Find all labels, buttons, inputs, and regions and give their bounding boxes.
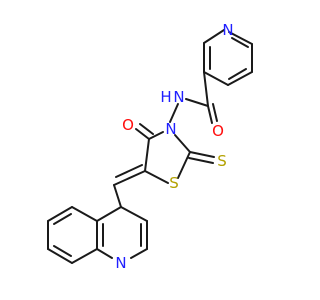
bond	[135, 128, 150, 140]
bond	[203, 71, 229, 86]
bond	[185, 98, 209, 107]
bond	[71, 206, 98, 222]
molecule-canvas: N N H O O N S S N	[47, 21, 253, 272]
bond	[212, 103, 218, 122]
bond	[189, 151, 215, 158]
bond	[113, 170, 146, 186]
bond	[53, 213, 72, 225]
bond	[228, 31, 253, 45]
bond	[169, 103, 179, 123]
bond	[113, 184, 122, 208]
bond	[115, 164, 143, 178]
bond	[231, 37, 249, 48]
bond	[120, 206, 148, 222]
bond	[144, 170, 169, 184]
bond	[227, 71, 253, 86]
bond	[139, 123, 154, 135]
amide-oxygen-label: O	[212, 122, 224, 140]
bond	[203, 29, 225, 44]
ring-nitrogen-label: N	[165, 120, 176, 138]
bond	[148, 131, 164, 140]
bond	[47, 248, 73, 264]
bond	[47, 206, 73, 222]
bond	[203, 71, 209, 107]
quinoline-nitrogen-label: N	[115, 254, 126, 272]
amide-hydrogen-label: H	[160, 88, 171, 106]
bonds	[47, 29, 253, 264]
bond	[228, 68, 247, 80]
bond	[53, 245, 72, 257]
ring-sulfur-label: S	[169, 174, 179, 192]
molecule-structure: N N H O O N S S N	[47, 21, 253, 272]
bond	[207, 105, 213, 124]
bond	[71, 248, 98, 264]
thione-sulfur-label: S	[217, 152, 227, 170]
bond	[174, 134, 191, 153]
bond	[177, 151, 191, 179]
bond	[188, 157, 214, 164]
bond	[144, 138, 150, 172]
bond	[130, 248, 148, 259]
ring-carbonyl-oxygen-label: O	[122, 116, 134, 134]
atom-labels: N N H O O N S S N	[115, 21, 233, 272]
bond	[96, 206, 122, 222]
pyridine-nitrogen-label: N	[222, 21, 233, 39]
amide-nitrogen-label: N	[173, 88, 184, 106]
bond	[96, 248, 113, 259]
